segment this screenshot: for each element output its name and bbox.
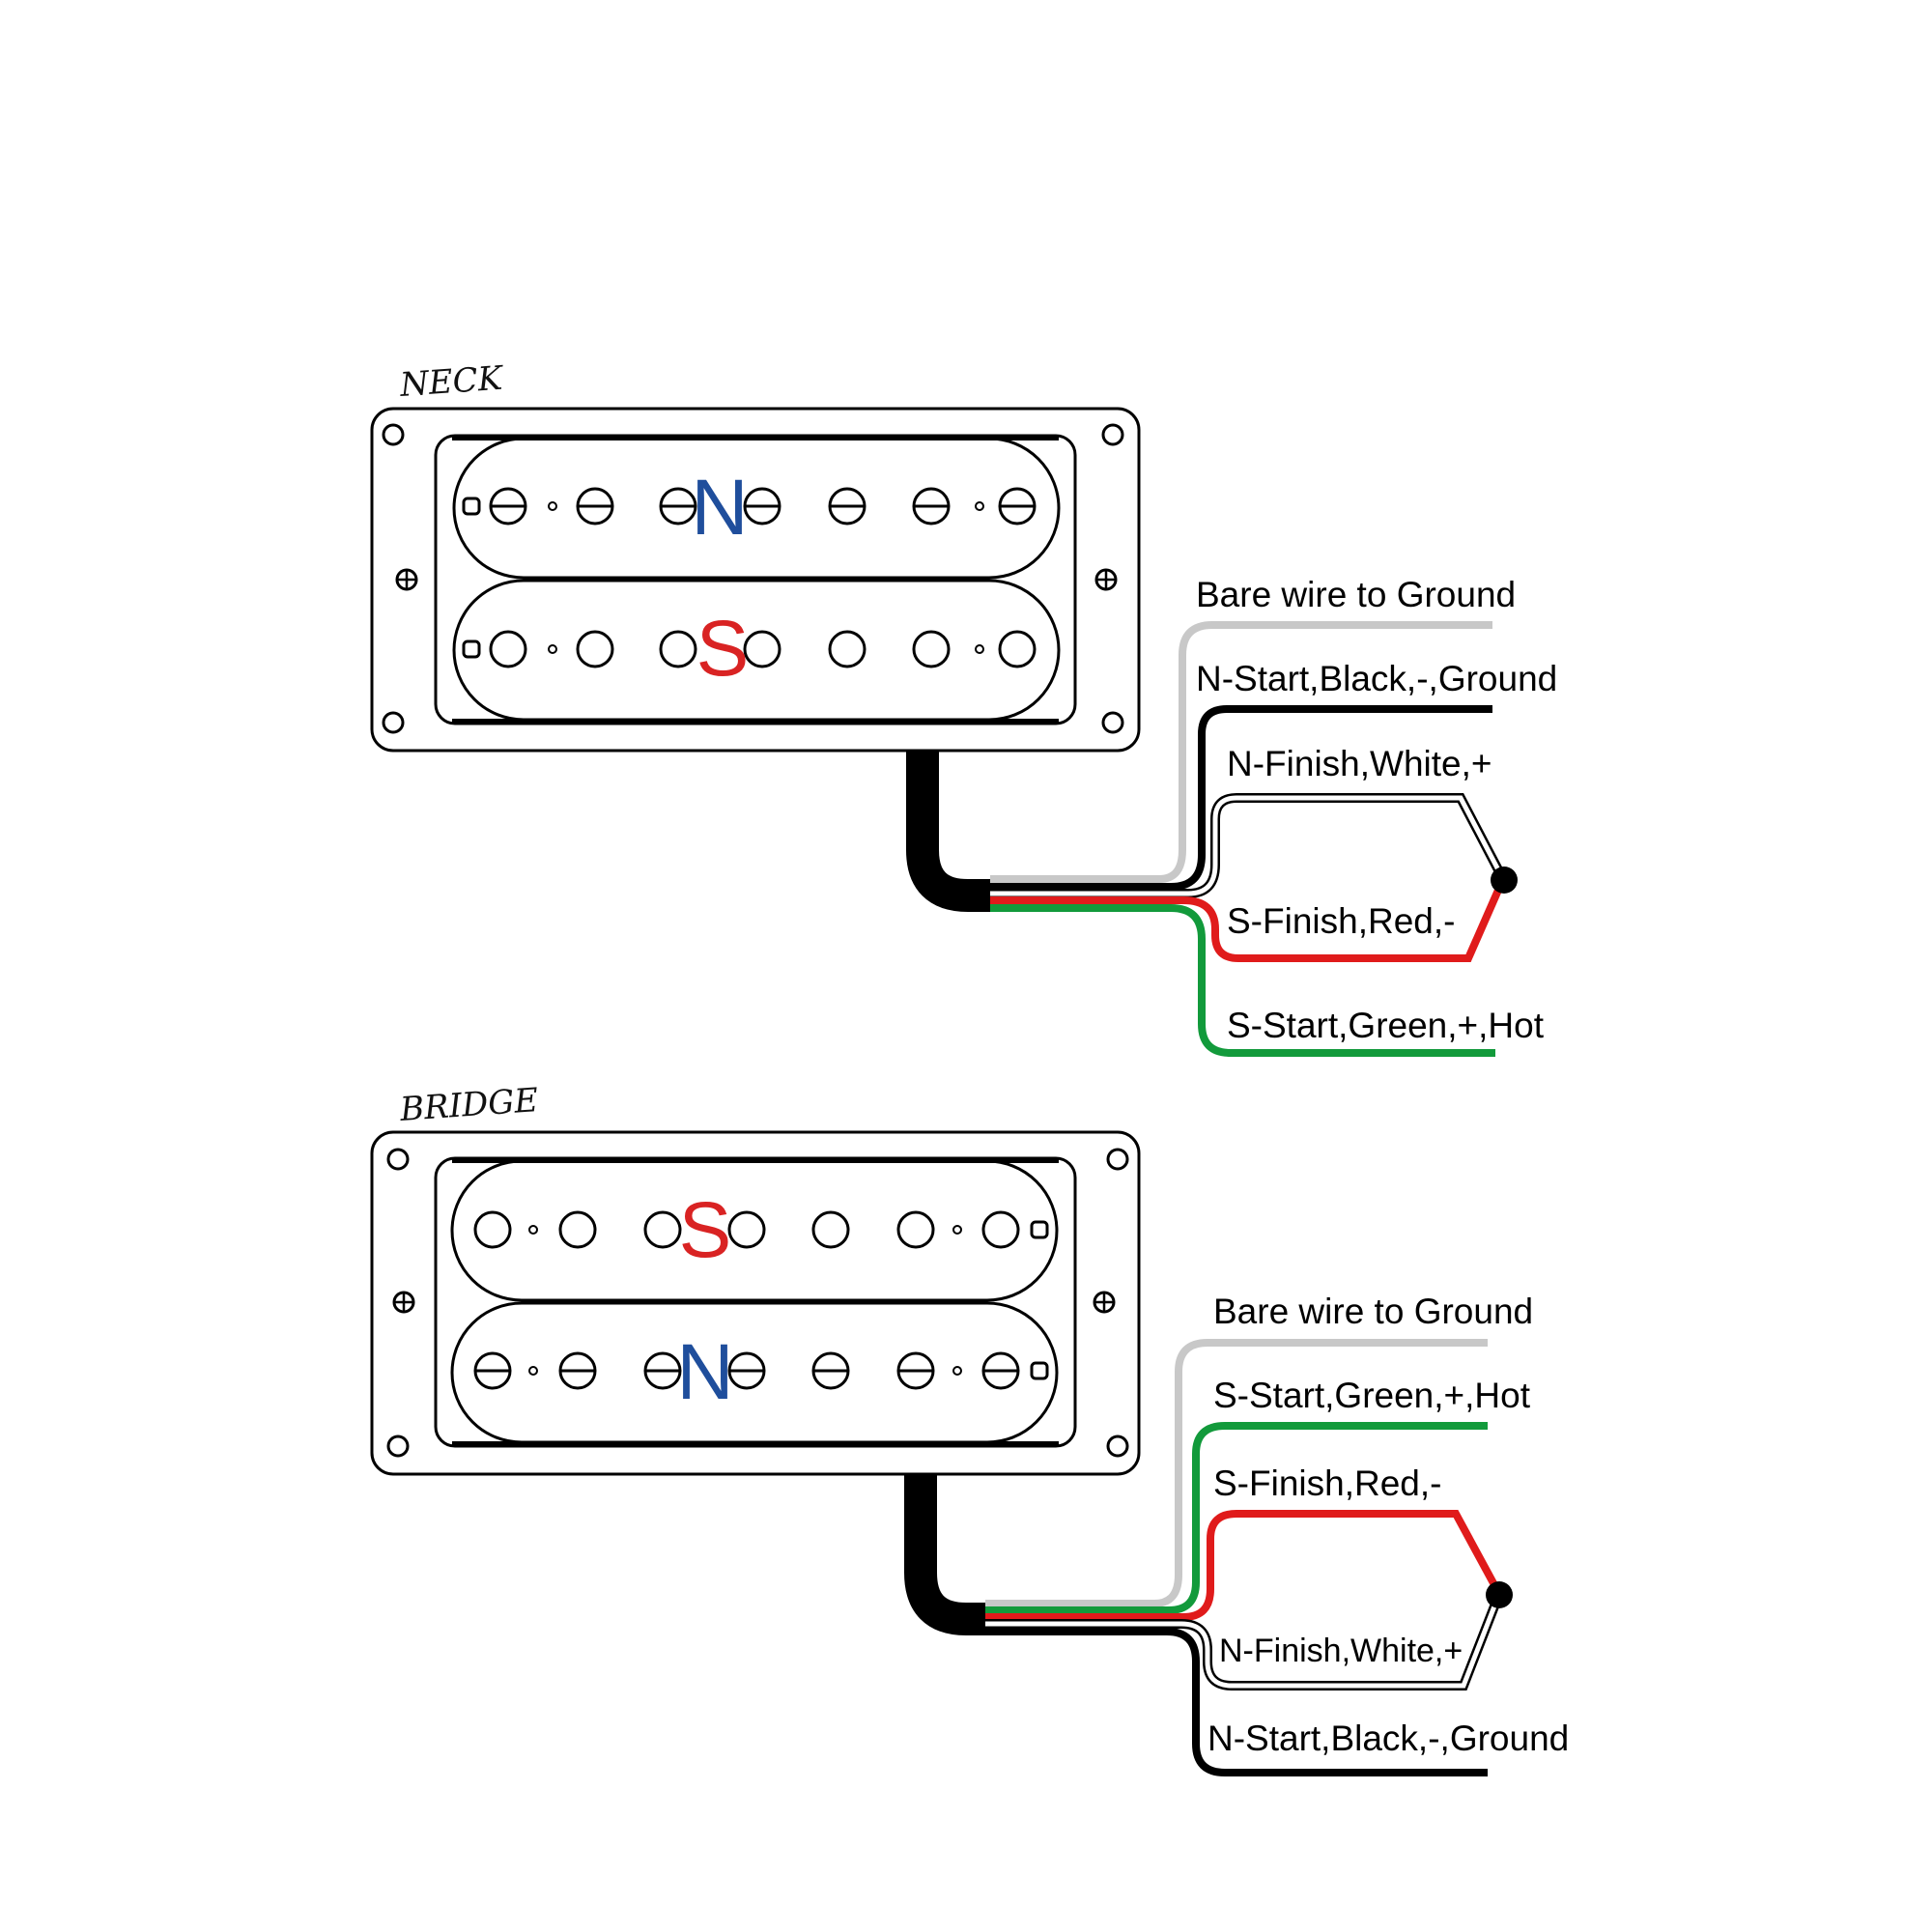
bridge-north-letter: N: [676, 1328, 733, 1416]
neck-label-green: S-Start,Green,+,Hot: [1227, 1006, 1545, 1045]
bridge-label-black: N-Start,Black,-,Ground: [1208, 1719, 1569, 1758]
neck-green-wire: [990, 904, 1495, 1057]
neck-top-pole-screws: [462, 487, 1037, 526]
mount-hole-icon: [386, 1435, 410, 1458]
mount-hole-icon: [1101, 423, 1124, 446]
neck-title: NECK: [398, 359, 506, 406]
bridge-label-green: S-Start,Green,+,Hot: [1213, 1376, 1531, 1415]
neck-north-letter: N: [691, 464, 748, 552]
bridge-wires: [985, 1339, 1504, 1776]
neck-label-black: N-Start,Black,-,Ground: [1196, 659, 1557, 698]
neck-label-bare: Bare wire to Ground: [1196, 575, 1516, 614]
mount-hole-icon: [382, 423, 405, 446]
neck-solder-joint-icon: [1491, 867, 1518, 894]
neck-cable-sheath: [906, 752, 990, 912]
neck-pickup: NECK: [370, 359, 1557, 1057]
bridge-label-red: S-Finish,Red,-: [1213, 1463, 1441, 1503]
bridge-white-wire: [985, 1593, 1502, 1689]
bridge-cable-sheath: [904, 1475, 985, 1635]
bridge-bottom-pole-screws: [473, 1351, 1049, 1390]
bridge-red-wire: [985, 1510, 1503, 1621]
height-screw-icon: [1094, 568, 1118, 591]
bridge-bare-wire: [985, 1339, 1488, 1607]
mount-hole-icon: [1106, 1435, 1129, 1458]
neck-bare-wire: [990, 621, 1492, 883]
bridge-mounting-ring: [370, 1130, 1141, 1476]
neck-mounting-ring: [370, 407, 1141, 753]
neck-label-white: N-Finish,White,+: [1227, 744, 1492, 783]
bridge-title: BRIDGE: [398, 1081, 540, 1129]
height-screw-icon: [1093, 1291, 1116, 1314]
bridge-label-white: N-Finish,White,+: [1219, 1633, 1463, 1669]
neck-white-wire: [990, 795, 1506, 896]
mount-hole-icon: [386, 1148, 410, 1171]
mount-hole-icon: [1106, 1148, 1129, 1171]
bridge-pickup: BRIDGE: [370, 1081, 1569, 1776]
neck-label-red: S-Finish,Red,-: [1227, 901, 1455, 941]
bridge-label-bare: Bare wire to Ground: [1213, 1292, 1533, 1331]
bridge-black-wire: [985, 1628, 1488, 1776]
neck-south-letter: S: [696, 605, 750, 693]
bridge-solder-joint-icon: [1486, 1581, 1513, 1608]
neck-wires: [990, 621, 1508, 1057]
mount-hole-icon: [1101, 711, 1124, 734]
neck-bottom-pole-slugs: [462, 630, 1037, 668]
bridge-bottom-coil: [450, 1301, 1059, 1444]
neck-top-coil: [452, 437, 1061, 580]
height-screw-icon: [395, 568, 418, 591]
neck-red-wire: [990, 877, 1507, 962]
neck-bottom-coil: [452, 579, 1061, 722]
neck-black-wire: [990, 705, 1492, 891]
bridge-top-pole-slugs: [473, 1210, 1049, 1249]
bridge-green-wire: [985, 1422, 1488, 1614]
height-screw-icon: [392, 1291, 415, 1314]
mount-hole-icon: [382, 711, 405, 734]
bridge-south-letter: S: [679, 1186, 732, 1274]
bridge-top-coil: [450, 1159, 1059, 1302]
